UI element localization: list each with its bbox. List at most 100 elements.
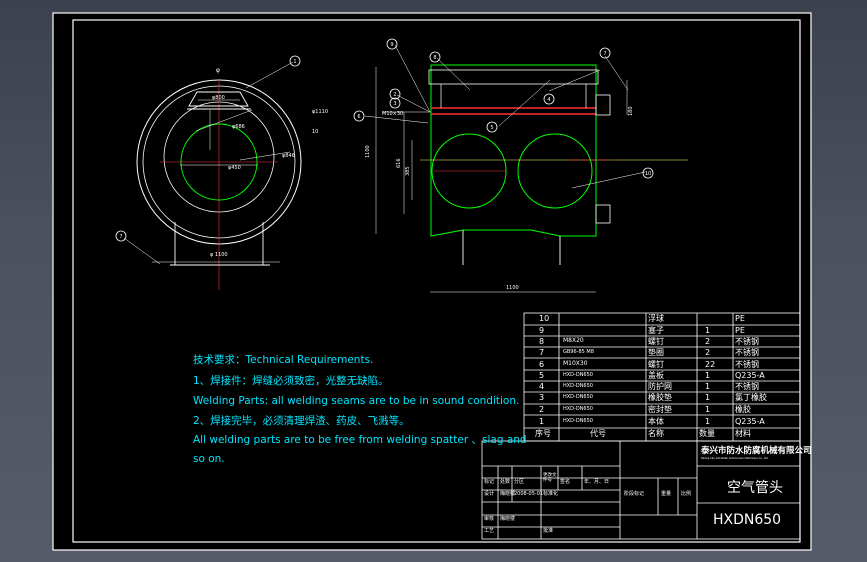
cell-gengwen: 更改文件号	[543, 473, 557, 483]
bom-qty: 1	[705, 371, 711, 380]
bom-code: HXD-DN650	[563, 394, 593, 400]
bom-name: 盖板	[648, 371, 664, 380]
bom-name: 橡胶垫	[648, 393, 672, 402]
svg-text:2: 2	[393, 92, 396, 98]
bom-mat: 不锈钢	[735, 348, 759, 357]
bom-mat: Q235-A	[735, 417, 765, 426]
bom-code: M8X20	[563, 337, 584, 344]
cell-pizhun: 批准	[543, 528, 554, 534]
company-name: 泰兴市防水防腐机械有限公司	[701, 446, 812, 456]
left-view-labels: φ φ800 φ1110 φ846 φ686 φ450 10 φ 1100 1 …	[115, 55, 328, 258]
svg-text:7: 7	[603, 51, 606, 57]
dim-phi686: φ686	[232, 124, 245, 130]
dim-phi846: φ846	[282, 153, 295, 159]
cell-date: 2008-05-01	[514, 491, 544, 497]
balloon-1: 1	[289, 55, 301, 67]
bom-header-name: 名称	[648, 429, 664, 438]
bom-name: 螺钉	[648, 360, 664, 369]
dim-top: φ	[216, 67, 220, 74]
bom-no: 1	[539, 417, 545, 426]
balloon-7-right: 7	[599, 47, 611, 59]
cell-zhongliang: 重量	[661, 491, 672, 497]
cell-reviewer: 梅晓楼	[500, 516, 516, 522]
right-view	[364, 44, 688, 293]
cover-plate	[428, 69, 599, 85]
sheet-outer-border	[52, 12, 812, 551]
bom-mat: 氯丁橡胶	[735, 393, 767, 402]
svg-text:4: 4	[547, 97, 550, 103]
bom-code: HXD-DN650	[563, 418, 593, 424]
dim-h180: 180	[628, 106, 634, 116]
balloon-4: 4	[543, 93, 555, 105]
bom-mat: PE	[735, 314, 745, 323]
body-outline	[430, 64, 597, 237]
tech-line-5: so on.	[193, 453, 225, 465]
bom-no: 4	[539, 382, 545, 391]
company-name-en: Taixing City Anti-Water Anticorrosion Ma…	[701, 457, 769, 460]
title-block	[481, 440, 801, 540]
dim-phi800: φ800	[212, 95, 225, 101]
bom-header-no: 序号	[535, 429, 551, 438]
svg-text:5: 5	[490, 125, 493, 131]
svg-text:9: 9	[390, 42, 393, 48]
sheet-inner-border	[72, 19, 801, 543]
svg-text:3: 3	[393, 101, 396, 107]
bom-name: 防护网	[648, 382, 672, 391]
cell-gongyi: 工艺	[484, 528, 495, 534]
right-view-labels: M10×30 1100 616 385 180 1100 9 6 8 2 4 3…	[353, 38, 654, 291]
cell-qianming: 签名	[560, 479, 571, 485]
top-cover	[188, 91, 249, 107]
cell-nianyueri: 年、月、日	[584, 479, 610, 485]
svg-text:8: 8	[433, 55, 436, 61]
dim-h616: 616	[396, 158, 402, 168]
balloon-2: 2	[389, 88, 401, 100]
bom-header-code: 代号	[590, 429, 606, 438]
drawing-name: 空气管头	[727, 480, 783, 496]
bom-qty: 2	[705, 348, 711, 357]
tech-line-2: Welding Parts: all welding seams are to …	[193, 395, 520, 407]
bom-mat: 橡胶	[735, 405, 751, 414]
dim-w1100: 1100	[506, 285, 519, 291]
bom-mat: PE	[735, 326, 745, 335]
dim-m10x30: M10×30	[382, 111, 403, 117]
dim-phi450: φ450	[228, 165, 241, 171]
bom-code: HXD-DN650	[563, 406, 593, 412]
bom-name: 浮球	[648, 314, 664, 323]
cell-biaoji: 标记	[484, 479, 495, 485]
bom-mat: 不锈钢	[735, 360, 759, 369]
bom-qty: 2	[705, 337, 711, 346]
bom-table	[523, 312, 801, 442]
bom-name: 本体	[648, 417, 664, 426]
balloon-10: 10	[642, 167, 654, 179]
bom-code: M10X30	[563, 360, 588, 367]
bom-no: 9	[539, 326, 545, 335]
bom-name: 密封垫	[648, 405, 672, 414]
drawing-number: HXDN650	[713, 512, 782, 528]
bom-no: 5	[539, 371, 545, 380]
balloon-7-left: 7	[115, 230, 127, 242]
left-view	[123, 61, 302, 290]
bom-qty: 22	[705, 360, 716, 369]
bom-qty: 1	[705, 405, 711, 414]
tech-line-4: All welding parts are to be free from we…	[193, 434, 527, 446]
bom-header-mat: 材料	[735, 429, 751, 438]
cell-jieduan: 阶段标记	[624, 491, 645, 497]
bom-no: 10	[539, 314, 550, 323]
bom-qty: 1	[705, 393, 711, 402]
bom-no: 7	[539, 348, 545, 357]
bom-code: HXD-DN650	[563, 372, 593, 378]
bom-name: 螺钉	[648, 337, 664, 346]
cell-shenhe: 审核	[484, 516, 495, 522]
bom-mat: Q235-A	[735, 371, 765, 380]
svg-text:10: 10	[645, 171, 651, 177]
dim-10: 10	[312, 129, 318, 135]
svg-text:7: 7	[119, 234, 122, 240]
balloon-5: 5	[486, 121, 498, 133]
cell-biaozhunhua: 标准化	[543, 491, 559, 497]
bom-no: 3	[539, 393, 545, 402]
bom-name: 塞子	[648, 326, 664, 335]
cell-chushu: 处数	[500, 479, 511, 485]
bom-qty: 1	[705, 382, 711, 391]
tech-heading: 技术要求：Technical Requirements.	[193, 354, 374, 366]
